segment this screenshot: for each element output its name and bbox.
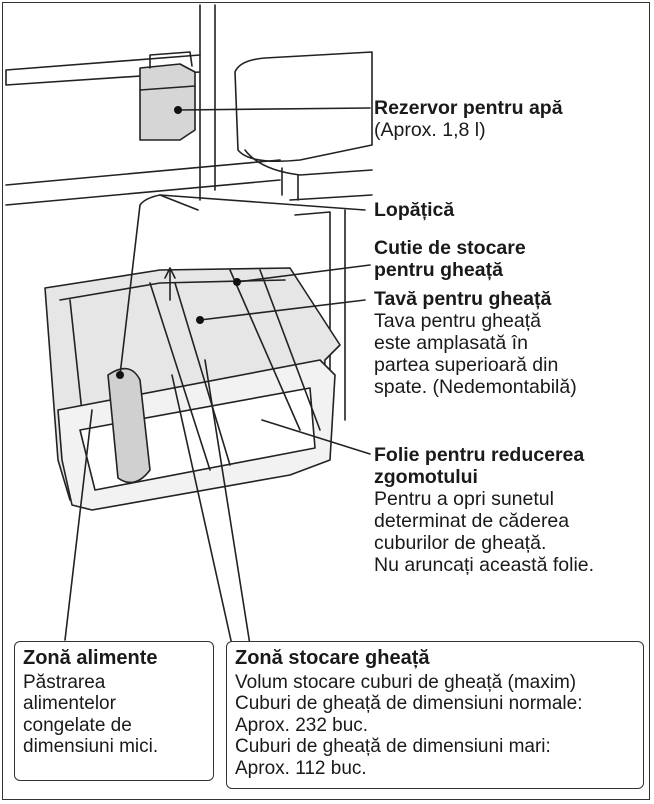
- ice-zone-box: Zonă stocare gheață Volum stocare cuburi…: [226, 641, 644, 789]
- leader-food: [64, 409, 93, 641]
- leader-ice-tray: [199, 299, 366, 321]
- leader-ice-zone-a: [204, 359, 251, 646]
- back-wall: [199, 4, 216, 201]
- label-water-tank: Rezervor pentru apă (Aprox. 1,8 l): [374, 97, 563, 141]
- label-ice-tray: Tavă pentru gheață Tava pentru gheață es…: [374, 288, 577, 398]
- food-zone-box: Zonă alimente Păstrarea alimentelor cong…: [14, 641, 214, 781]
- leader-noise: [261, 419, 371, 455]
- leader-water-tank: [177, 107, 371, 111]
- upper-compartment: [234, 51, 373, 163]
- leader-scoop: [159, 194, 366, 211]
- leader-ice-box: [236, 264, 371, 283]
- upper-shelf: [5, 54, 281, 206]
- label-scoop: Lopățică: [374, 199, 455, 221]
- label-noise-sheet: Folie pentru reducerea zgomotului Pentru…: [374, 444, 595, 576]
- leader-ice-zone-b: [171, 374, 233, 646]
- label-ice-box: Cutie de stocare pentru gheață: [374, 237, 526, 281]
- water-tank: [139, 63, 196, 141]
